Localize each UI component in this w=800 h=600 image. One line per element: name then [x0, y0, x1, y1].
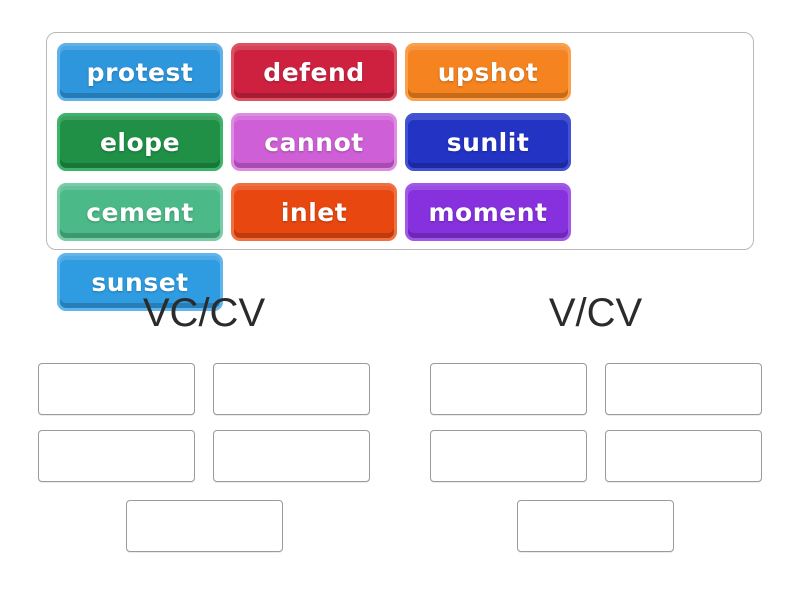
tile-label: protest	[86, 57, 194, 87]
vccv-slot-5[interactable]	[125, 500, 283, 552]
tile-moment[interactable]: moment	[405, 183, 571, 241]
vccv-slot-3[interactable]	[38, 430, 195, 482]
tile-label: inlet	[280, 197, 348, 227]
tile-defend[interactable]: defend	[231, 43, 397, 101]
tile-label: sunset	[91, 267, 189, 297]
tile-label: elope	[99, 127, 181, 157]
tile-protest[interactable]: protest	[57, 43, 223, 101]
vcv-slot-5[interactable]	[517, 500, 674, 552]
tile-sunset[interactable]: sunset	[57, 253, 223, 311]
group-header-vccv: VC/CV	[142, 291, 266, 335]
tile-label: upshot	[437, 57, 539, 87]
vcv-slot-2[interactable]	[604, 363, 762, 415]
vccv-slot-2[interactable]	[213, 363, 370, 415]
tile-sunlit[interactable]: sunlit	[405, 113, 571, 171]
vccv-slot-4[interactable]	[213, 430, 370, 482]
group-vccv-slots	[38, 363, 370, 552]
tile-inlet[interactable]: inlet	[231, 183, 397, 241]
vcv-slot-4[interactable]	[604, 430, 762, 482]
tile-label: cannot	[264, 127, 364, 157]
vcv-slot-3[interactable]	[429, 430, 587, 482]
tile-upshot[interactable]: upshot	[405, 43, 571, 101]
tile-elope[interactable]: elope	[57, 113, 223, 171]
group-vcv-slots	[429, 363, 762, 552]
tile-label: cement	[86, 197, 194, 227]
vcv-slot-1[interactable]	[429, 363, 587, 415]
word-bank-tray: protest defend upshot elope cannot sunli…	[46, 32, 754, 311]
tile-label: sunlit	[446, 127, 530, 157]
tile-label: moment	[428, 197, 548, 227]
tile-cement[interactable]: cement	[57, 183, 223, 241]
tile-label: defend	[263, 57, 365, 87]
group-header-vcv: V/CV	[548, 291, 643, 335]
tile-cannot[interactable]: cannot	[231, 113, 397, 171]
vccv-slot-1[interactable]	[38, 363, 195, 415]
